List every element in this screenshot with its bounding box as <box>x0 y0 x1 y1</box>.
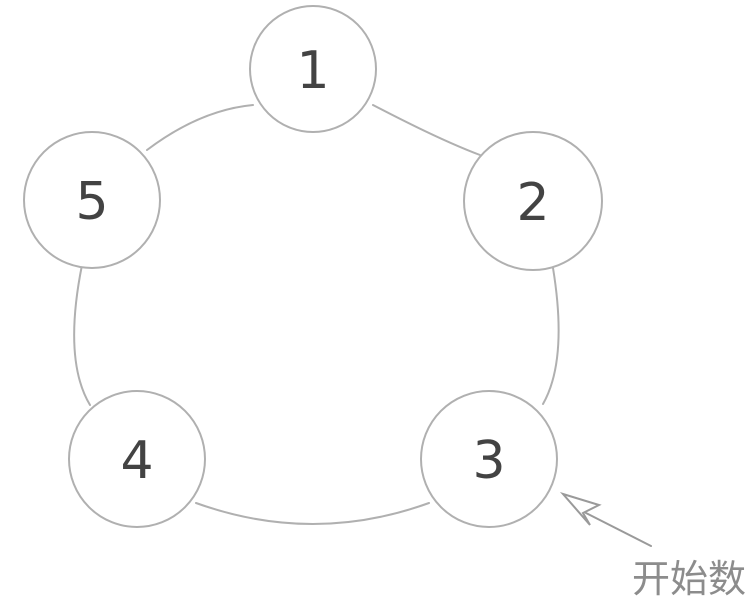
annotation-label: 开始数 <box>632 557 746 601</box>
link-node2-node3 <box>542 267 560 405</box>
node-3-circle[interactable] <box>420 390 558 528</box>
link-group <box>73 104 560 525</box>
node-2-circle[interactable] <box>463 131 603 271</box>
link-node4-node5 <box>73 264 91 406</box>
node-2-label: 2 <box>516 173 549 233</box>
start-annotation: 开始数 <box>559 492 746 601</box>
node-1-circle[interactable] <box>249 5 377 133</box>
link-node5-node1 <box>146 104 254 151</box>
node-4[interactable]: 4 <box>68 390 206 528</box>
node-5[interactable]: 5 <box>23 131 161 269</box>
annotation-arrow-shaft <box>585 512 652 547</box>
node-5-label: 5 <box>75 172 108 232</box>
annotation-arrow-head-icon <box>559 492 602 526</box>
link-node1-node2 <box>372 104 481 156</box>
link-node3-node4 <box>195 502 430 525</box>
node-5-circle[interactable] <box>23 131 161 269</box>
node-1[interactable]: 1 <box>249 5 377 133</box>
node-2[interactable]: 2 <box>463 131 603 271</box>
node-4-circle[interactable] <box>68 390 206 528</box>
node-4-label: 4 <box>120 431 153 491</box>
node-3-label: 3 <box>472 431 505 491</box>
node-1-label: 1 <box>296 41 329 101</box>
node-3[interactable]: 3 <box>420 390 558 528</box>
